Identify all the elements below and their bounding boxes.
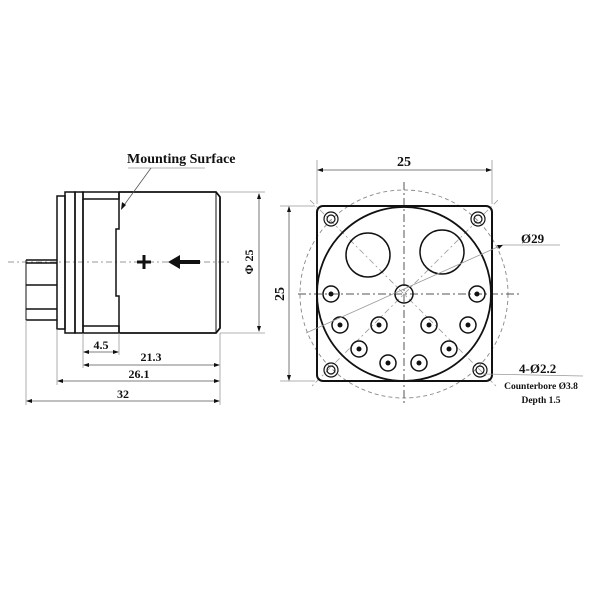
dim-26-1-label: 26.1 xyxy=(129,367,150,381)
dim-21-3-label: 21.3 xyxy=(141,350,162,364)
mounting-holes xyxy=(323,211,488,378)
depth-label: Depth 1.5 xyxy=(521,396,560,406)
height-25-label: 25 xyxy=(273,287,288,301)
width-25-label: 25 xyxy=(397,155,411,170)
mounting-surface-label: Mounting Surface xyxy=(127,152,236,167)
hole-spec-label: 4-Ø2.2 xyxy=(519,361,556,376)
side-view xyxy=(8,167,265,405)
connector-pins xyxy=(25,259,57,321)
diameter-29-label: Ø29 xyxy=(521,231,545,246)
front-view xyxy=(280,160,584,404)
dim-32-label: 32 xyxy=(117,387,129,401)
diameter-25-label: Φ 25 xyxy=(242,250,256,275)
arrow-left-icon xyxy=(168,255,200,269)
side-dimension-lines xyxy=(27,351,219,402)
dim-4-5-label: 4.5 xyxy=(94,338,109,352)
connector-pin-array xyxy=(322,285,486,372)
counterbore-label: Counterbore Ø3.8 xyxy=(504,382,578,392)
plus-icon xyxy=(137,255,151,269)
